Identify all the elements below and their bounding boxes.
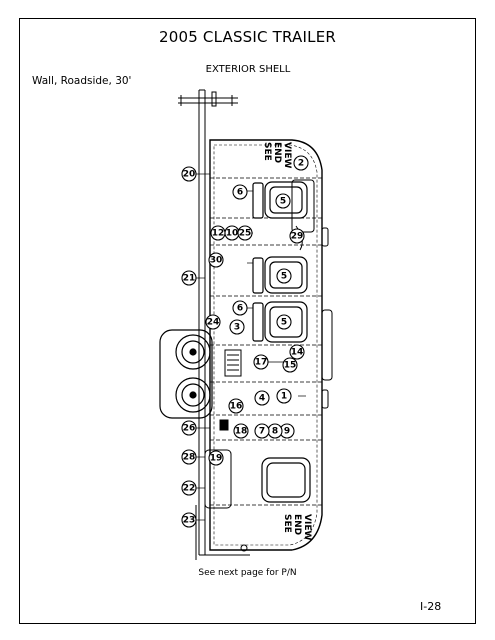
vent-grill [224,349,242,377]
see-end-view-top: SEE END VIEW [262,142,292,168]
callout-19: 19 [208,450,224,466]
callout-14: 14 [289,344,305,360]
callout-25: 25 [237,225,253,241]
svg-text:23: 23 [183,516,196,526]
svg-text:2: 2 [298,159,304,169]
page-border [19,18,476,624]
callout-22: 22 [181,480,197,496]
svg-text:14: 14 [291,348,304,358]
callout-24: 24 [205,314,221,330]
utility-box [204,419,232,509]
svg-text:4: 4 [259,394,265,404]
svg-text:SEE: SEE [262,142,272,161]
svg-text:19: 19 [210,454,223,464]
page-number: I-28 [420,600,442,613]
svg-text:8: 8 [272,427,278,437]
svg-text:VIEW: VIEW [282,142,292,168]
svg-text:15: 15 [284,361,297,371]
svg-text:20: 20 [183,170,196,180]
page-title: 2005 CLASSIC TRAILER [158,28,336,46]
callout-29: 29 [289,228,305,244]
svg-text:5: 5 [281,318,287,328]
callout-20: 20 [181,166,197,182]
svg-text:25: 25 [239,229,252,239]
svg-text:3: 3 [234,323,240,333]
frame-rail [198,89,206,556]
see-end-view-bottom: SEE END VIEW [282,514,312,540]
callout-1: 1 [276,388,292,404]
svg-text:6: 6 [237,188,243,198]
svg-text:END: END [272,142,282,163]
callout-4: 4 [254,390,270,406]
callout-2: 2 [293,155,309,171]
svg-text:26: 26 [183,424,196,434]
callout-16: 16 [228,398,244,414]
callout-5: 5 [275,193,291,209]
svg-text:5: 5 [281,272,287,282]
svg-text:10: 10 [226,229,239,239]
callout-12: 12 [210,225,226,241]
svg-text:28: 28 [183,453,196,463]
panel-seams [210,177,322,506]
svg-text:SEE: SEE [282,514,292,533]
callout-7: 7 [254,423,270,439]
svg-text:6: 6 [237,304,243,314]
rear-bumper [195,505,250,560]
svg-text:1: 1 [281,392,287,402]
footnote: See next page for P/N [198,568,297,578]
callout-5: 5 [276,268,292,284]
side-fixtures [321,227,333,409]
svg-text:12: 12 [212,229,225,239]
svg-text:VIEW: VIEW [302,514,312,540]
callout-30: 30 [208,252,224,268]
svg-text:21: 21 [183,274,196,284]
callout-3: 3 [229,319,245,335]
svg-text:17: 17 [255,358,268,368]
callout-28: 28 [181,449,197,465]
callout-26: 26 [181,420,197,436]
svg-text:7: 7 [259,427,265,437]
svg-text:22: 22 [183,484,196,494]
wall-label: Wall, Roadside, 30' [32,75,132,87]
svg-text:5: 5 [280,197,286,207]
svg-text:30: 30 [210,256,223,266]
wheels [159,329,213,419]
svg-text:END: END [292,514,302,535]
body-outline [209,139,323,551]
callout-8: 8 [267,423,283,439]
svg-text:9: 9 [284,427,290,437]
callout-17: 17 [253,354,269,370]
callout-15: 15 [282,357,298,373]
hitch-drawing [178,91,238,107]
svg-text:16: 16 [230,402,243,412]
callout-5: 5 [276,314,292,330]
callout-21: 21 [181,270,197,286]
callout-6: 6 [232,184,248,200]
callout-10: 10 [224,225,240,241]
svg-text:18: 18 [235,427,248,437]
callout-18: 18 [233,423,249,439]
svg-text:24: 24 [207,318,220,328]
callout-6: 6 [232,300,248,316]
section-subtitle: EXTERIOR SHELL [205,64,291,75]
callout-23: 23 [181,512,197,528]
svg-text:29: 29 [291,232,304,242]
windows [252,181,311,503]
